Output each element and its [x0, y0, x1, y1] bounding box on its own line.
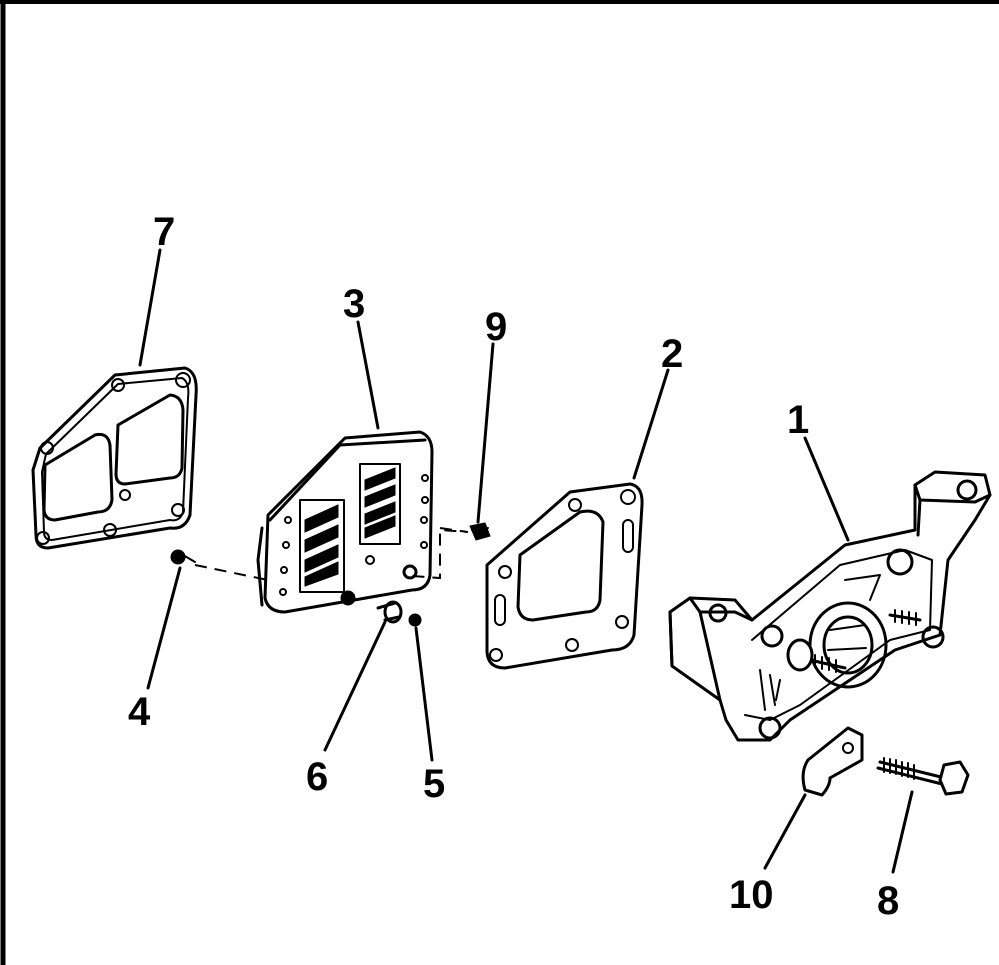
leader-6 — [323, 620, 387, 752]
part-2-gasket — [485, 482, 644, 670]
callout-6: 6 — [306, 755, 328, 799]
part-8-bolt — [876, 757, 970, 796]
part-10-clamp — [801, 726, 864, 797]
assembly-line-4 — [194, 564, 269, 581]
reed-openings-right — [359, 463, 401, 545]
assembly-line-9 — [411, 527, 469, 580]
callout-9: 9 — [485, 305, 507, 349]
callout-3: 3 — [343, 282, 365, 326]
callout-2: 2 — [661, 332, 683, 376]
callout-8: 8 — [877, 879, 899, 923]
callout-10: 10 — [729, 873, 774, 917]
reed-openings-left — [299, 499, 345, 593]
part-3-reed-plate — [256, 430, 434, 614]
leader-9 — [476, 342, 495, 524]
part-4-screw — [170, 549, 196, 565]
part-1-housing — [668, 470, 992, 742]
callout-7: 7 — [153, 210, 175, 254]
leader-10 — [763, 793, 807, 870]
housing-studs — [786, 609, 922, 673]
leader-1 — [803, 436, 850, 542]
part-7-gasket — [31, 366, 198, 550]
part-9-screw — [469, 522, 491, 541]
leader-4 — [146, 566, 182, 690]
part-6-dowel — [376, 600, 403, 624]
callout-1: 1 — [787, 398, 809, 442]
part-5-plug — [408, 613, 422, 627]
leader-5 — [414, 626, 434, 762]
leader-7 — [138, 248, 162, 367]
leader-3 — [356, 320, 380, 430]
callout-5: 5 — [423, 762, 445, 806]
leader-8 — [891, 790, 914, 874]
leader-2 — [632, 368, 670, 480]
callout-4: 4 — [128, 690, 151, 734]
